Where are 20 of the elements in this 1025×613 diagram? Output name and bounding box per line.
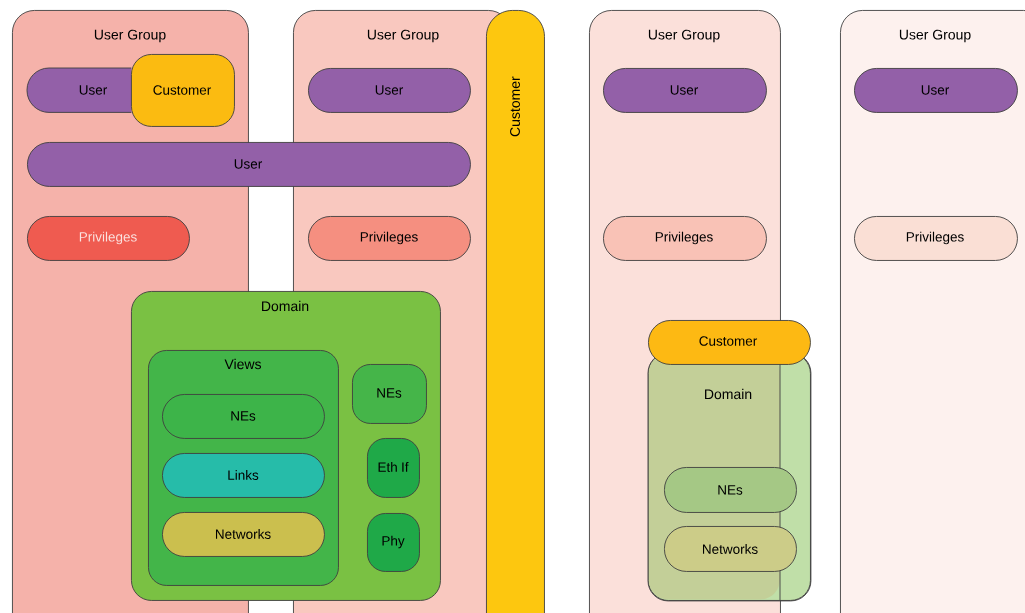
privileges-pill: Privileges <box>854 216 1018 261</box>
user-pill: User <box>308 68 471 113</box>
user-bar: User <box>27 142 471 187</box>
customer-box: Customer <box>131 54 235 127</box>
customer-pill: Customer <box>648 320 811 365</box>
user-pill: User <box>854 68 1018 113</box>
privileges-pill: Privileges <box>308 216 471 261</box>
privileges-pill: Privileges <box>27 216 190 261</box>
nes-pill: NEs <box>162 394 325 439</box>
links-pill: Links <box>162 453 325 498</box>
nes-pill: NEs <box>664 467 797 513</box>
customer-bar: Customer <box>486 10 545 613</box>
user-pill: User <box>603 68 767 113</box>
networks-pill: Networks <box>664 526 797 572</box>
interface-box: Eth If <box>367 438 420 498</box>
networks-pill: Networks <box>162 512 325 557</box>
privileges-pill: Privileges <box>603 216 767 261</box>
phy-box: Phy <box>367 513 420 572</box>
nes-box: NEs <box>352 364 427 424</box>
user-pill: User <box>26 67 132 113</box>
